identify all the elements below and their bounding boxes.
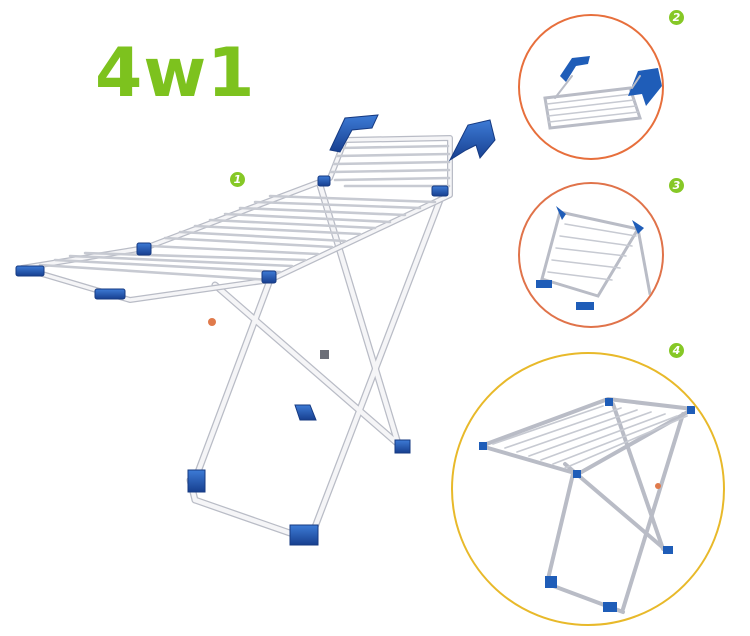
- variant-4-badge: 4: [669, 343, 684, 358]
- variant-2-circle: [518, 14, 664, 160]
- radiator-rack-image: [543, 56, 662, 130]
- variant-1-badge: 1: [230, 172, 245, 187]
- standing-rack-image: [479, 397, 695, 614]
- variant-3-circle: [518, 182, 664, 328]
- variant-2-badge: 2: [669, 10, 684, 25]
- folding-stand-image: [536, 206, 652, 310]
- variant-4-circle: [451, 352, 725, 626]
- headline-4w1: 4w1: [95, 34, 256, 113]
- variant-3-badge: 3: [669, 178, 684, 193]
